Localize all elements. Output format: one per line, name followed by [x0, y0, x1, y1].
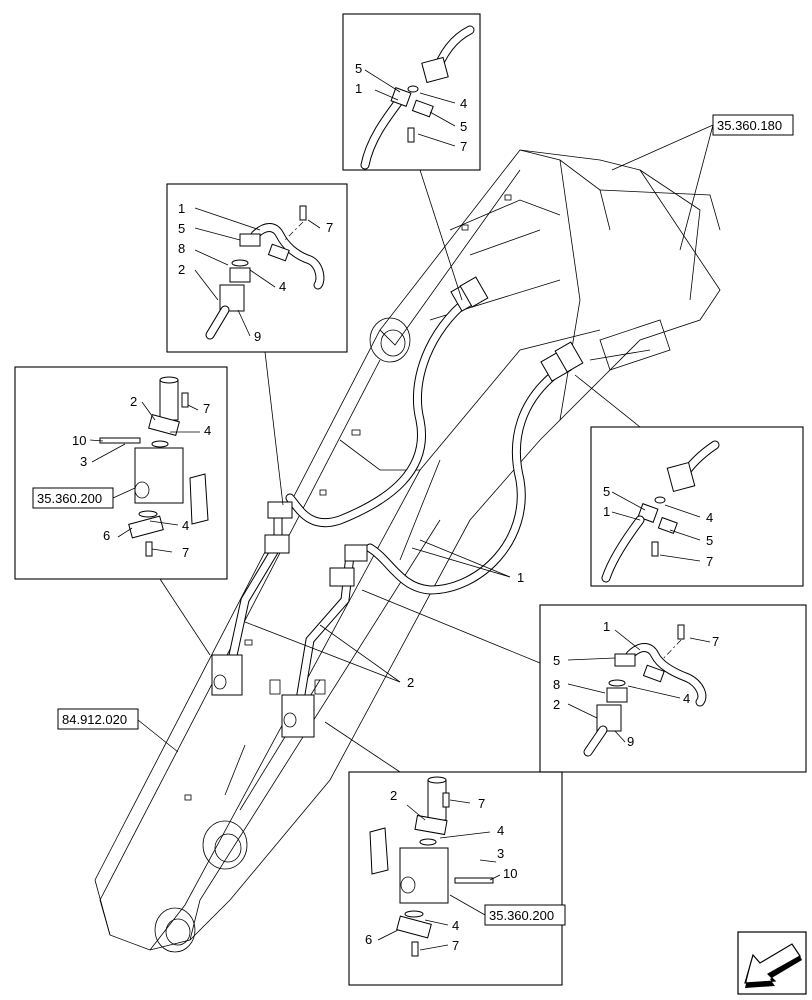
label-2: 2 [178, 262, 185, 277]
label-2: 2 [390, 788, 397, 803]
callout-label-2: 2 [407, 675, 414, 690]
label-9: 9 [627, 734, 634, 749]
label-6: 6 [365, 932, 372, 947]
ref-84-912-020: 84.912.020 [57, 708, 179, 753]
detail-box-top: 5 1 4 5 7 [342, 13, 481, 301]
label-5: 5 [553, 653, 560, 668]
label-9: 9 [254, 329, 261, 344]
label-7: 7 [326, 220, 333, 235]
label-7: 7 [712, 634, 719, 649]
label-6: 6 [103, 528, 110, 543]
label-1: 1 [178, 201, 185, 216]
label-10: 10 [503, 866, 517, 881]
label-10: 10 [72, 433, 86, 448]
ref-35-360-180: 35.360.180 [611, 114, 794, 251]
ref-label: 35.360.200 [37, 491, 102, 506]
label-4: 4 [497, 823, 504, 838]
label-4: 4 [452, 918, 459, 933]
label-1: 1 [355, 81, 362, 96]
label-4: 4 [182, 518, 189, 533]
label-5: 5 [178, 221, 185, 236]
label-7: 7 [452, 938, 459, 953]
ref-label: 84.912.020 [62, 712, 127, 727]
label-4: 4 [683, 691, 690, 706]
hose-lines [211, 276, 584, 738]
label-8: 8 [553, 677, 560, 692]
ref-35-360-200-left: 35.360.200 [32, 487, 136, 509]
label-7: 7 [706, 554, 713, 569]
detail-box-mid-right: 1 7 5 8 2 4 9 [361, 589, 807, 773]
label-2: 2 [553, 697, 560, 712]
label-7: 7 [203, 401, 210, 416]
detail-box-upper-left: 1 5 8 2 7 4 9 [166, 183, 348, 506]
ref-label: 35.360.180 [717, 118, 782, 133]
label-1: 1 [603, 504, 610, 519]
label-4: 4 [706, 510, 713, 525]
label-4: 4 [460, 96, 467, 111]
label-8: 8 [178, 241, 185, 256]
detail-box-left: 2 7 10 4 3 6 4 7 [14, 366, 228, 656]
label-1: 1 [603, 619, 610, 634]
label-5: 5 [706, 533, 713, 548]
ref-35-360-200-bottom: 35.360.200 [449, 894, 566, 926]
label-4: 4 [279, 279, 286, 294]
label-4: 4 [204, 423, 211, 438]
label-7: 7 [478, 796, 485, 811]
callout-label-1: 1 [517, 570, 524, 585]
label-5: 5 [603, 484, 610, 499]
label-7: 7 [182, 545, 189, 560]
label-7: 7 [460, 139, 467, 154]
label-3: 3 [80, 454, 87, 469]
navigation-arrow-icon[interactable] [737, 931, 807, 995]
ref-label: 35.360.200 [489, 908, 554, 923]
label-5: 5 [460, 119, 467, 134]
callout-1: 1 [411, 539, 524, 585]
detail-box-bottom: 2 7 4 3 10 6 4 7 [324, 721, 563, 986]
label-5: 5 [355, 61, 362, 76]
callout-2: 2 [244, 621, 414, 690]
label-3: 3 [497, 846, 504, 861]
detail-box-right: 5 1 4 5 7 [574, 374, 804, 587]
label-2: 2 [130, 394, 137, 409]
